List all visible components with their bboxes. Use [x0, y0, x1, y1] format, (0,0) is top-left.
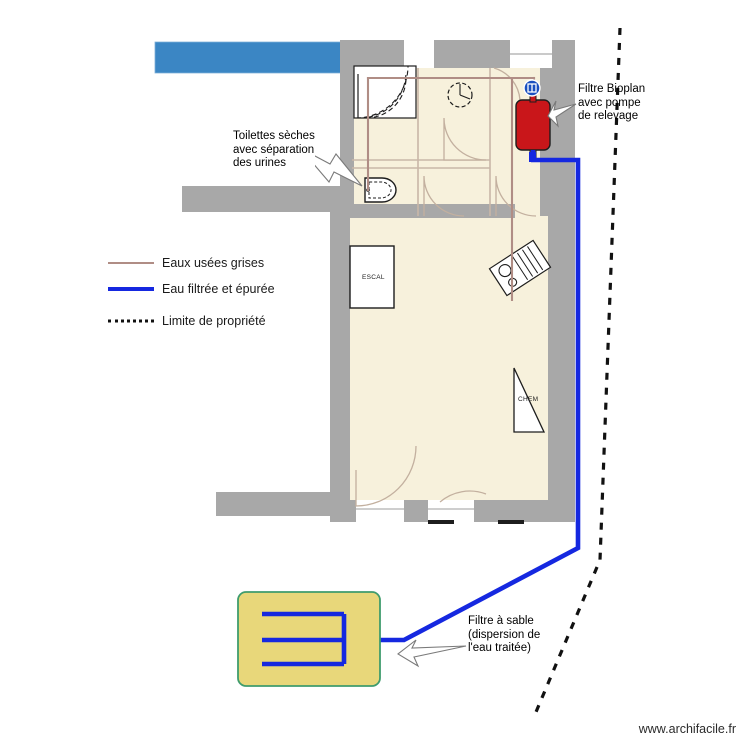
shower-fixture — [353, 65, 417, 119]
treated-pipe-tank-connector — [529, 152, 536, 162]
legend-label-greywater: Eaux usées grises — [162, 256, 265, 270]
stairs-box — [349, 245, 395, 309]
legend-item-greywater: Eaux usées grises — [108, 250, 338, 276]
bioplan-tank — [515, 99, 551, 151]
wall-main-right — [548, 212, 575, 508]
door-swings — [355, 67, 537, 507]
annotation-bioplan: Filtre Bioplan avec pompe de relevage — [578, 83, 646, 122]
opening-bottom-2 — [428, 500, 474, 522]
opening-bottom-1 — [356, 500, 404, 522]
wall-left-spur — [182, 186, 354, 212]
leader-arrow-toilets — [299, 147, 363, 187]
sink-fixture — [447, 82, 473, 108]
annotation-toilets: Toilettes sèches avec séparation des uri… — [233, 130, 315, 171]
sand-filter-distribution-pipes — [262, 611, 347, 667]
line-swatch-treatedwater — [108, 283, 154, 295]
room-tag-chimney: CHEM — [518, 396, 539, 403]
leader-arrow-bioplan — [547, 100, 577, 128]
greywater-pipe-network — [366, 76, 536, 302]
wall-bottom-left-spur — [216, 492, 336, 516]
sill-marker-2 — [498, 520, 524, 524]
annotation-sand-filter: Filtre à sable (dispersion de l'eau trai… — [468, 615, 541, 656]
legend-label-treatedwater: Eau filtrée et épurée — [162, 282, 275, 296]
watermark: www.archifacile.fr — [638, 722, 736, 736]
blue-banner — [154, 41, 351, 74]
opening-top-1 — [404, 40, 434, 68]
wall-main-left — [330, 212, 350, 508]
legend: Eaux usées grises Eau filtrée et épurée … — [108, 250, 338, 334]
chimney-shape — [513, 367, 546, 433]
leader-arrow-sandfilter — [397, 639, 467, 668]
legend-label-propertyline: Limite de propriété — [162, 314, 266, 328]
toilet-fixture — [364, 177, 397, 203]
sill-marker-1 — [428, 520, 454, 524]
room-tag-stairs: ESCAL — [362, 274, 385, 281]
line-swatch-propertyline — [108, 315, 154, 327]
legend-item-treatedwater: Eau filtrée et épurée — [108, 276, 338, 302]
valve-icon — [523, 79, 541, 97]
line-swatch-greywater — [108, 257, 154, 269]
legend-item-propertyline: Limite de propriété — [108, 308, 338, 334]
wall-upper-bottom — [340, 204, 515, 218]
